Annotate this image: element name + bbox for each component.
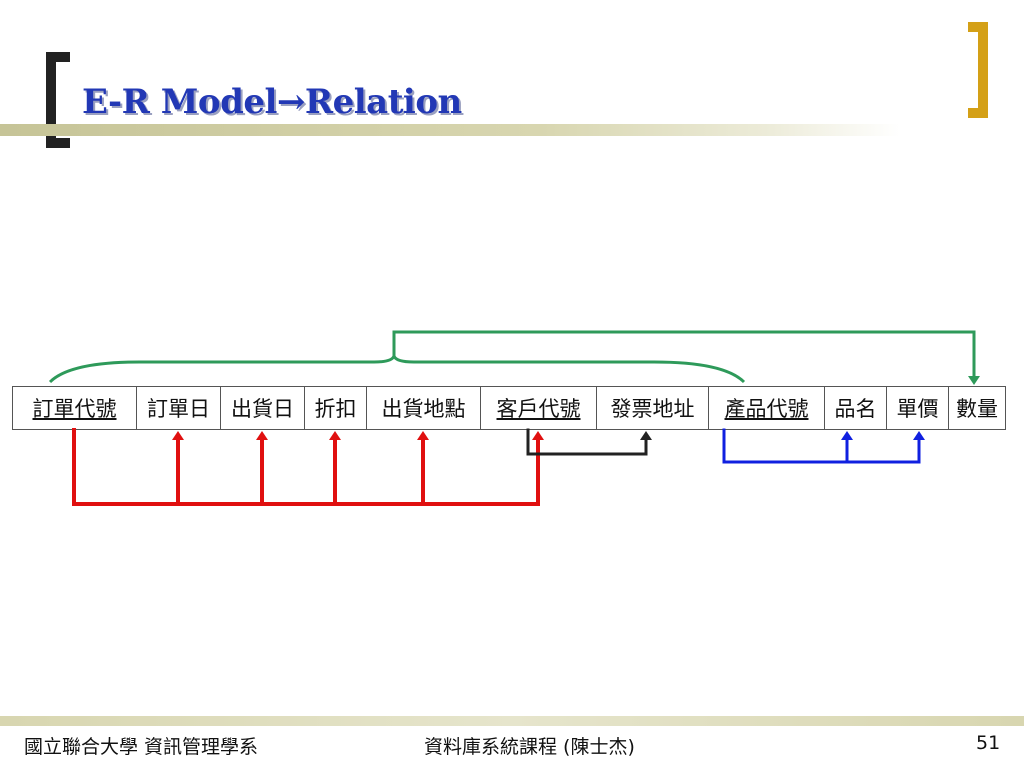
footer-department: 國立聯合大學 資訊管理學系 [24,736,259,758]
attribute-cell: 品名 [825,387,887,429]
attribute-label: 出貨地點 [381,397,466,421]
blue-arrowhead [841,431,853,440]
attribute-label: 訂單代號 [32,397,117,421]
attribute-label: 品名 [834,397,877,421]
title-underline-bar [0,124,900,136]
black-arrowhead [640,431,652,440]
attribute-cell: 訂單日 [137,387,221,429]
red-arrowhead [329,431,341,440]
left-bracket-decoration [46,52,70,148]
attribute-cell: 客戶代號 [481,387,597,429]
right-bracket-decoration [968,22,988,118]
attribute-label: 折扣 [314,397,357,421]
attribute-cell: 出貨日 [221,387,305,429]
attribute-label: 發票地址 [610,397,695,421]
attribute-label: 訂單日 [147,397,210,421]
red-arrowhead [256,431,268,440]
attribute-cell: 折扣 [305,387,367,429]
attribute-label: 產品代號 [724,397,809,421]
attribute-cell: 單價 [887,387,949,429]
attribute-cell: 發票地址 [597,387,709,429]
attribute-cell: 出貨地點 [367,387,481,429]
attribute-cell: 訂單代號 [13,387,137,429]
page-number: 51 [976,732,1001,754]
green-group-brace [48,351,746,384]
relation-attribute-table: 訂單代號 訂單日出貨日折扣出貨地點 客戶代號 發票地址 產品代號 品名單價數量 [12,386,1006,430]
blue-arrowhead [913,431,925,440]
footer-bar [0,716,1024,726]
green-arrowhead [968,376,980,385]
red-arrowhead [172,431,184,440]
red-arrowhead [417,431,429,440]
attribute-label: 數量 [956,397,998,421]
footer-course: 資料庫系統課程 (陳士杰) [424,736,635,758]
attribute-label: 單價 [896,397,939,421]
attribute-cell: 數量 [949,387,1005,429]
attribute-label: 客戶代號 [496,397,581,421]
red-arrowhead [532,431,544,440]
attribute-label: 出貨日 [231,397,294,421]
slide-title: E-R Model→Relation [82,82,462,122]
attribute-cell: 產品代號 [709,387,825,429]
